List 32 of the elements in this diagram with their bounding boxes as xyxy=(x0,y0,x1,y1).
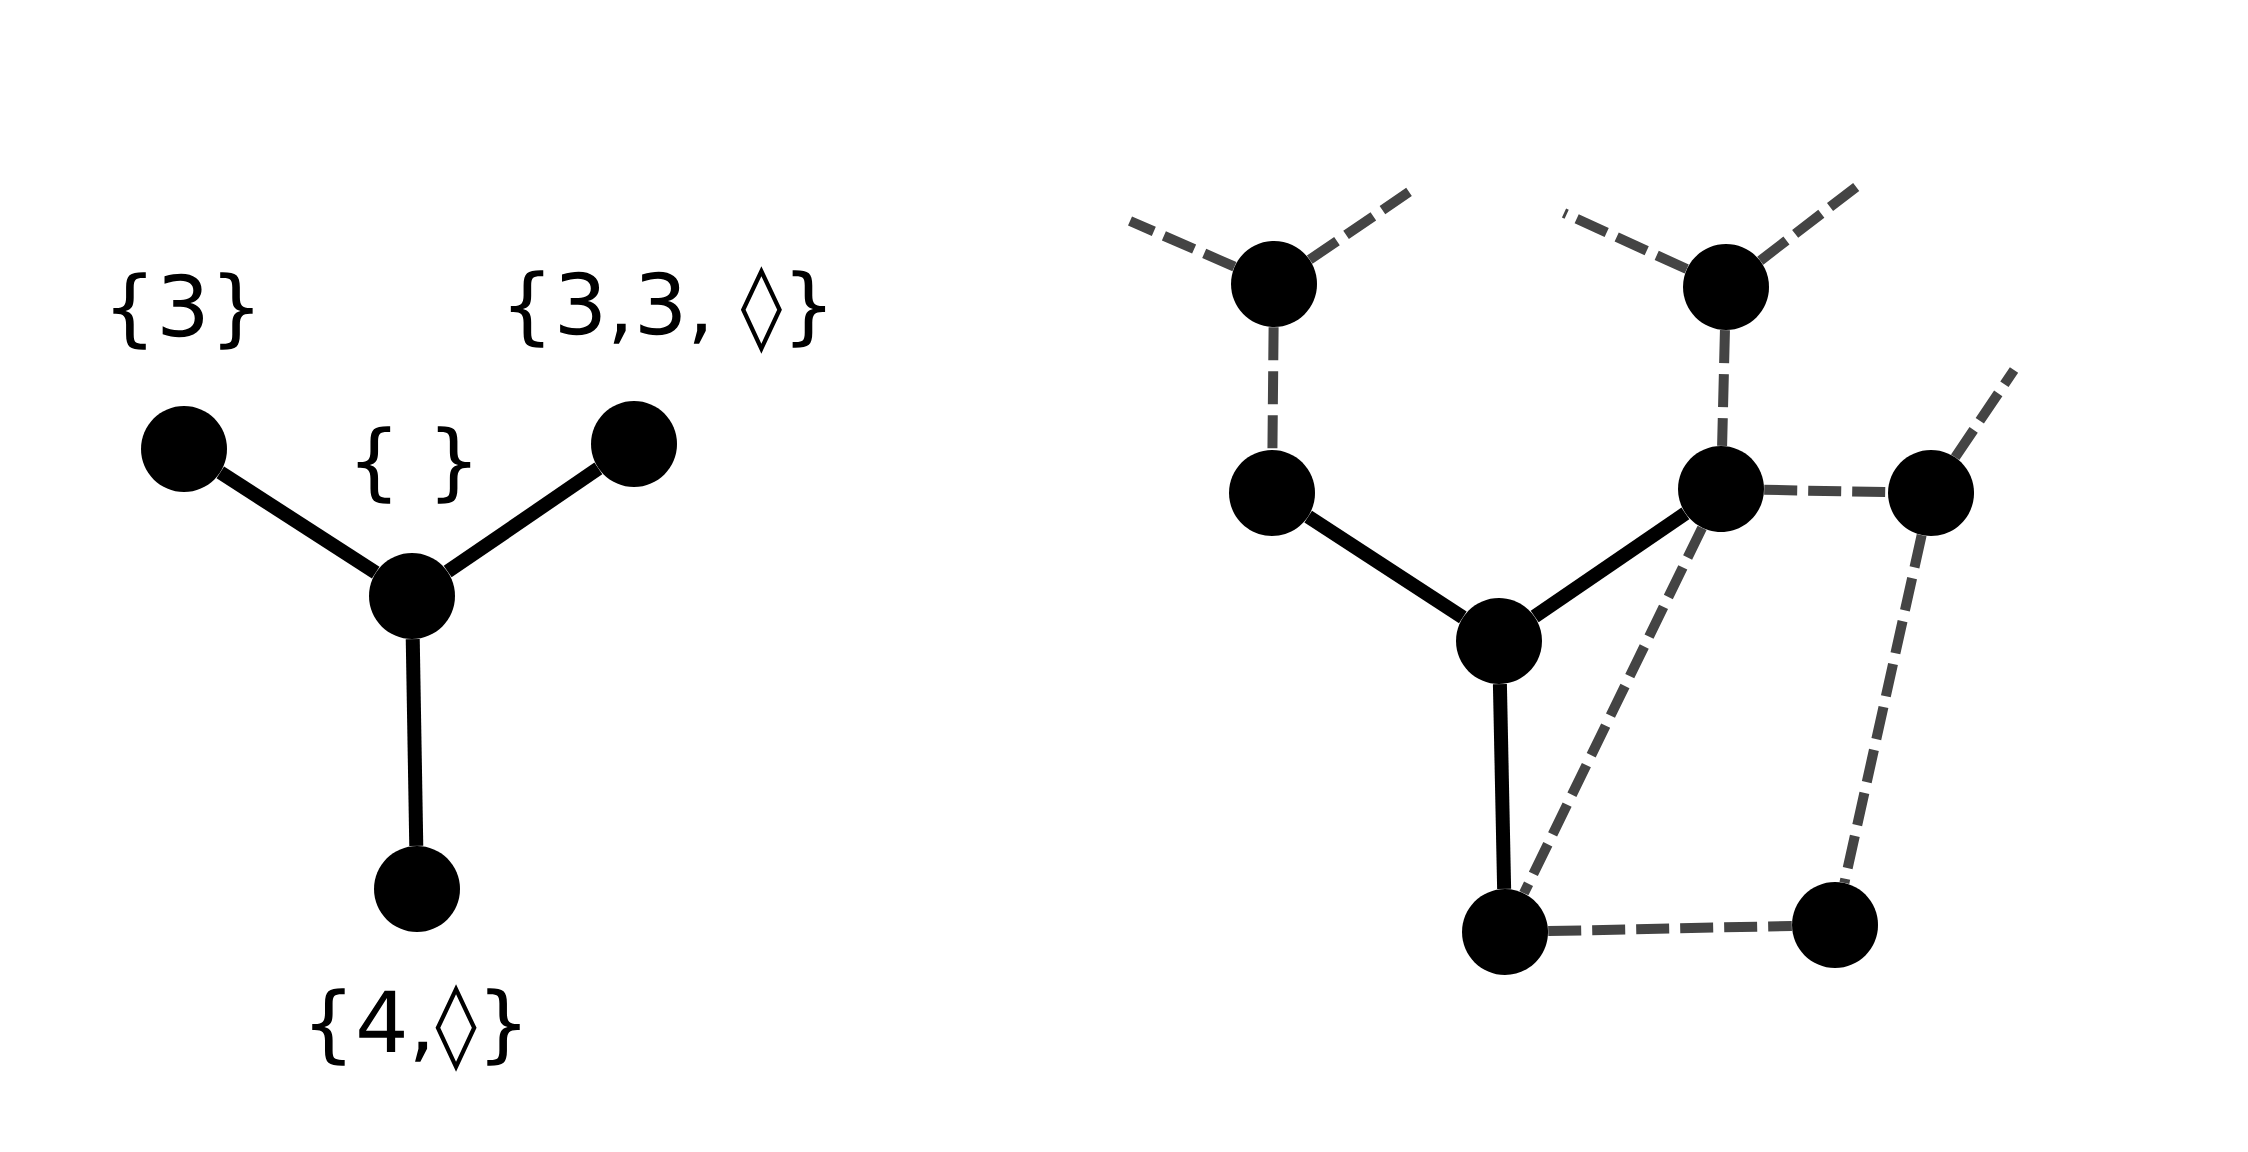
vertex-dot xyxy=(141,406,227,492)
vertex-dot xyxy=(1888,450,1975,536)
node-label: {4,◊} xyxy=(312,984,520,1072)
vertex-dot xyxy=(374,846,460,932)
graph-edge xyxy=(405,639,424,846)
dashed-line xyxy=(1519,525,1707,896)
vertex-dot xyxy=(369,553,455,639)
node-label: { } xyxy=(357,426,471,504)
graph-edge xyxy=(216,466,380,579)
dashed-line xyxy=(1267,327,1279,450)
dashed-line xyxy=(1717,330,1730,446)
vertex-dot xyxy=(1229,450,1315,536)
dashed-line xyxy=(1764,484,1888,498)
dashed-line xyxy=(1128,216,1237,272)
vertex-dot xyxy=(1231,241,1317,327)
dashed-line xyxy=(1561,208,1689,274)
dashed-line xyxy=(1306,187,1412,264)
graph-edge xyxy=(1304,510,1467,624)
vertex-dot xyxy=(1792,882,1878,968)
graph-edge xyxy=(1530,507,1690,623)
dashed-line xyxy=(1839,534,1927,884)
dashed-line xyxy=(1548,920,1792,937)
node-label: {3,3, ◊} xyxy=(510,266,826,354)
vertex-dot xyxy=(591,401,677,487)
node-label: {3} xyxy=(113,272,253,350)
graph-edge xyxy=(1492,684,1512,889)
graph-edge xyxy=(443,462,603,578)
vertex-dot xyxy=(1462,889,1548,975)
vertex-dot xyxy=(1678,446,1764,532)
dashed-line xyxy=(1951,367,2019,460)
vertex-dot xyxy=(1683,244,1769,330)
vertex-dot xyxy=(1456,598,1542,684)
